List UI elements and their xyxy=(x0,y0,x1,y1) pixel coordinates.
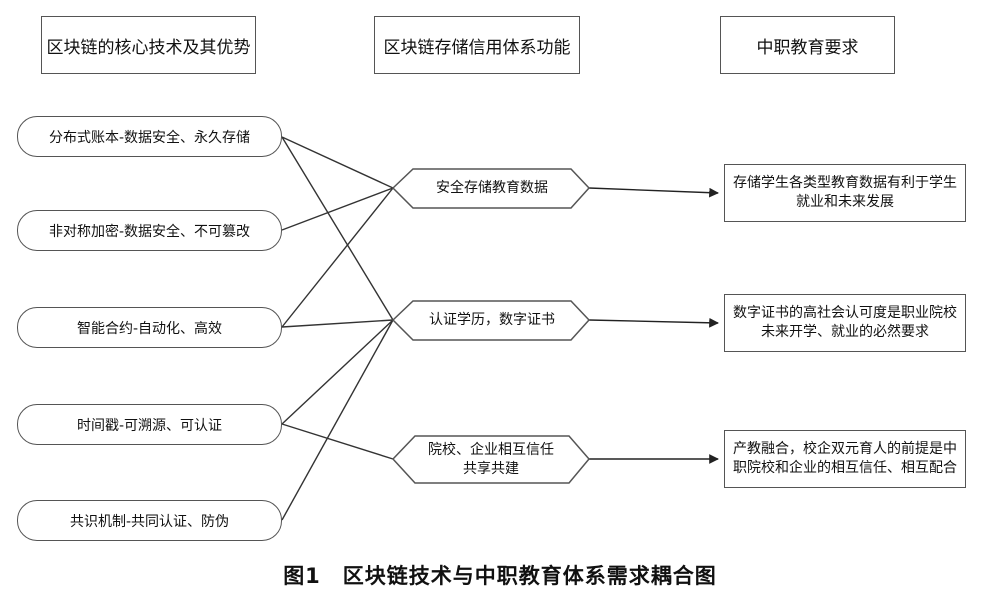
requirement-school-enterprise-line2: 职院校和企业的相互信任、相互配合 xyxy=(733,460,957,476)
requirement-data-storage-line2: 就业和未来发展 xyxy=(796,194,894,210)
function-hexagon-cert xyxy=(391,300,591,341)
function-secure-storage: 安全存储教育数据 xyxy=(413,169,571,208)
requirement-school-enterprise-line1: 产教融合，校企双元育人的前提是中 xyxy=(733,441,957,457)
function-hexagon-trust xyxy=(391,435,590,484)
tech-smart-contract: 智能合约-自动化、高效 xyxy=(17,307,282,348)
tech-asymmetric-encryption: 非对称加密-数据安全、不可篡改 xyxy=(17,210,282,251)
link-timestamp-to-cert xyxy=(281,319,394,425)
requirement-data-storage-line1: 存储学生各类型教育数据有利于学生 xyxy=(733,175,957,191)
requirement-digital-certificate: 数字证书的高社会认可度是职业院校 未来开学、就业的必然要求 xyxy=(724,294,966,352)
header-core-tech: 区块链的核心技术及其优势 xyxy=(41,16,256,74)
requirement-digital-certificate-line2: 未来开学、就业的必然要求 xyxy=(761,324,929,340)
function-secure-storage-label: 安全存储教育数据 xyxy=(436,180,548,196)
header-credit-function: 区块链存储信用体系功能 xyxy=(374,16,580,74)
requirement-digital-certificate-line1: 数字证书的高社会认可度是职业院校 xyxy=(733,305,957,321)
link-contract-to-storage xyxy=(281,187,394,328)
link-ledger-to-cert xyxy=(281,136,394,321)
function-certification: 认证学历，数字证书 xyxy=(413,301,571,340)
requirement-school-enterprise: 产教融合，校企双元育人的前提是中 职院校和企业的相互信任、相互配合 xyxy=(724,430,966,488)
function-mutual-trust-line2: 共享共建 xyxy=(463,460,519,477)
tech-consensus-mechanism: 共识机制-共同认证、防伪 xyxy=(17,500,282,541)
function-hexagon-storage xyxy=(391,168,591,209)
tech-timestamp: 时间戳-可溯源、可认证 xyxy=(17,404,282,445)
header-vocational-requirements: 中职教育要求 xyxy=(720,16,895,74)
requirement-data-storage: 存储学生各类型教育数据有利于学生 就业和未来发展 xyxy=(724,164,966,222)
arrow-cert-to-req xyxy=(588,317,719,328)
link-ledger-to-storage xyxy=(281,136,394,189)
function-certification-label: 认证学历，数字证书 xyxy=(429,312,555,328)
link-timestamp-to-trust xyxy=(281,423,394,460)
function-mutual-trust-line1: 院校、企业相互信任 xyxy=(428,441,554,458)
link-crypto-to-storage xyxy=(281,187,394,231)
link-consensus-to-cert xyxy=(281,319,394,521)
figure-caption: 图1 区块链技术与中职教育体系需求耦合图 xyxy=(283,564,717,588)
tech-distributed-ledger: 分布式账本-数据安全、永久存储 xyxy=(17,116,282,157)
function-mutual-trust: 院校、企业相互信任 共享共建 xyxy=(413,436,569,483)
arrow-storage-to-req xyxy=(588,187,719,198)
link-contract-to-cert xyxy=(281,319,394,328)
